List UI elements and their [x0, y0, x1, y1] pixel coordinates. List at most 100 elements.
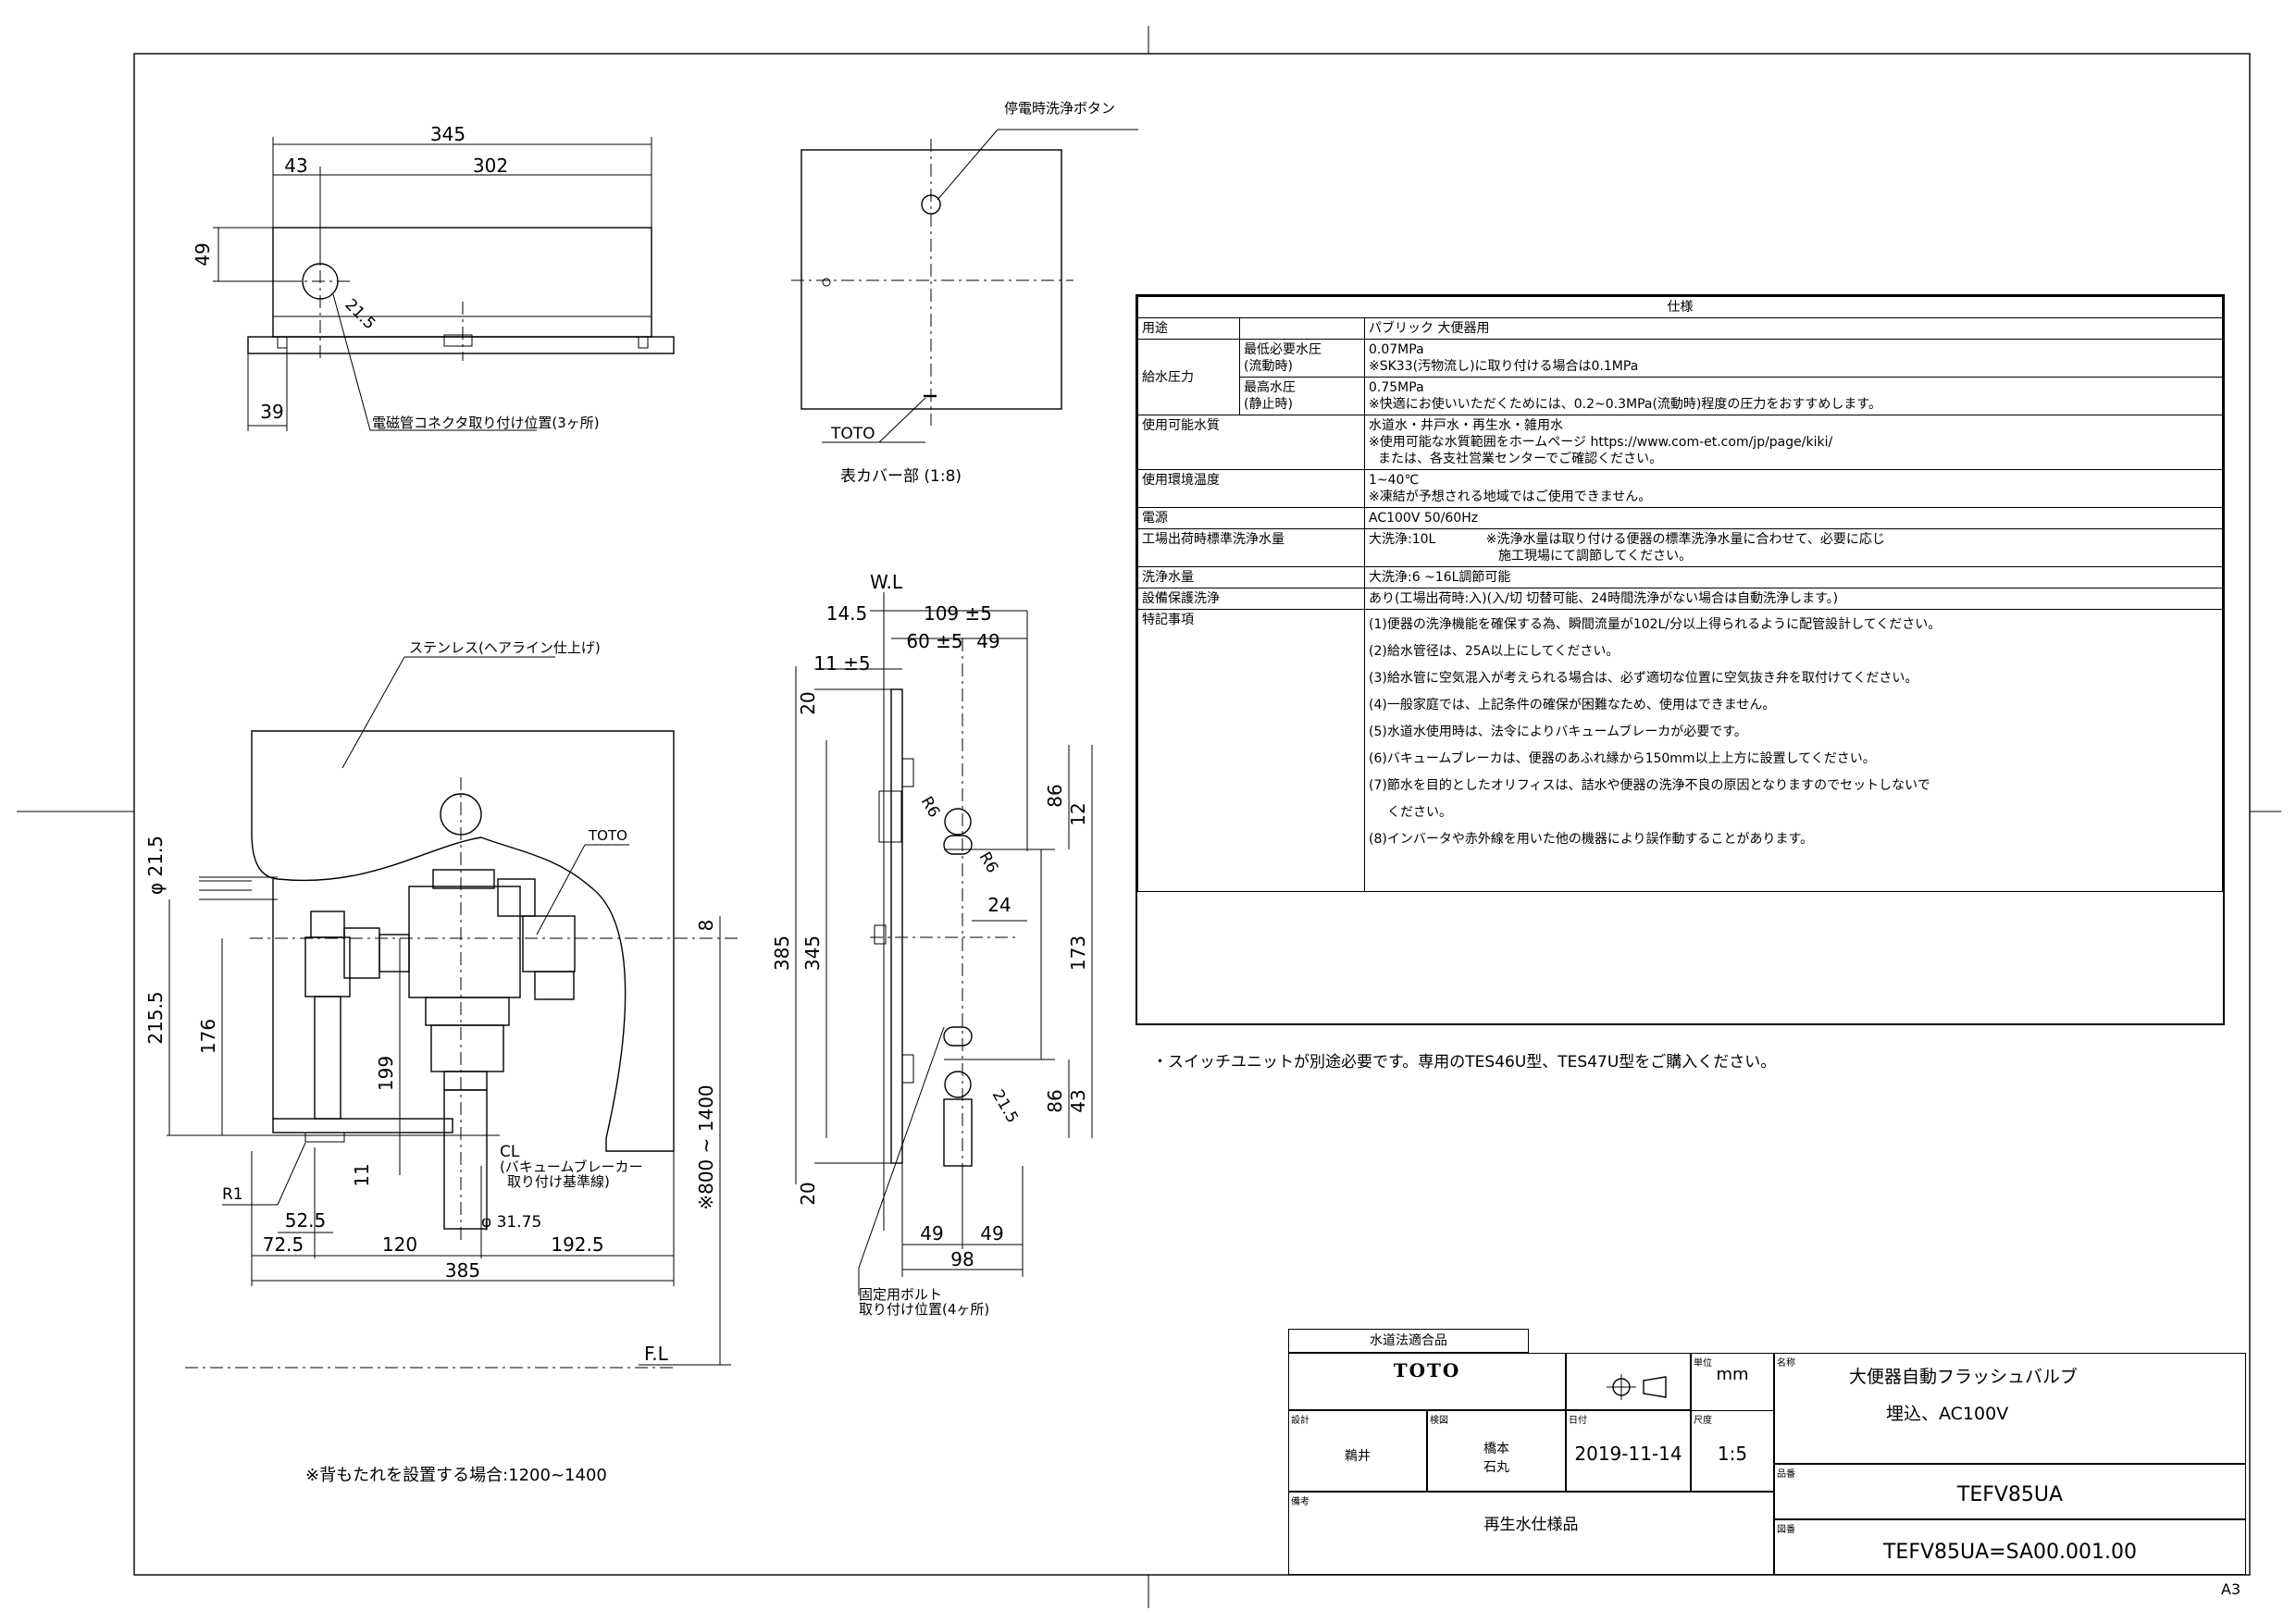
max-pressure-value: 0.75MPa [1369, 380, 1424, 395]
note-2: (2)給水管径は、25A以上にしてください。 [1369, 644, 1620, 659]
water-value: 水道水・井戸水・再生水・雑用水 [1369, 418, 1563, 433]
unit-value: mm [1716, 1365, 1749, 1384]
label-fl: F.L [644, 1343, 669, 1365]
note-4: (4)一般家庭では、上記条件の確保が困難なため、使用はできません。 [1369, 698, 1776, 712]
name-cell: 名称 大便器自動フラッシュバルブ 埋込、AC100V [1774, 1353, 2246, 1464]
dim-12: 12 [1067, 802, 1089, 825]
dim-24: 24 [987, 894, 1011, 916]
timer-value: あり(工場出荷時:入)(入/切 切替可能、24時間洗浄がない場合は自動洗浄します… [1364, 588, 2223, 610]
dim-86-top: 86 [1044, 784, 1066, 807]
dim-20-bottom: 20 [797, 1182, 819, 1205]
note-connector: 電磁管コネクタ取り付け位置(3ヶ所) [372, 415, 600, 431]
scale-cell: 尺度 1:5 [1691, 1410, 1774, 1492]
dim-49-bottom-left: 49 [920, 1222, 943, 1245]
toto-logo: TOTO [1393, 1359, 1461, 1381]
check-label: 検図 [1430, 1416, 1448, 1426]
note-6: (6)バキュームブレーカは、便器のあふれ縁から150mm以上上方に設置してくださ… [1369, 751, 1876, 766]
dim-302: 302 [473, 155, 508, 177]
logo-cell: TOTO [1288, 1353, 1566, 1410]
check-cell: 検図 橋本 石丸 [1427, 1410, 1566, 1492]
std-flush-note-2: 施工現場にて調節してください。 [1498, 549, 1693, 564]
dim-49-bottom-right: 49 [980, 1222, 1003, 1245]
note-7-cont: ください。 [1387, 805, 1452, 820]
dim-11-side: 11 ±5 [813, 652, 870, 675]
dim-120: 120 [382, 1233, 417, 1256]
dim-14-5: 14.5 [826, 602, 868, 625]
cover-view: 停電時洗浄ボタン TOTO 表カバー部 (1:8) [791, 100, 1138, 486]
checker-1: 橋本 [1483, 1442, 1509, 1456]
power-value: AC100V 50/60Hz [1364, 507, 2223, 529]
dim-r6-b: R6 [975, 849, 1002, 877]
name-label: 名称 [1777, 1358, 1795, 1369]
temp-note: ※凍結が予想される地域ではご使用できません。 [1369, 489, 1652, 504]
dim-20-top: 20 [797, 691, 819, 714]
usage-label: 用途 [1137, 317, 1240, 340]
label-cover-part: 表カバー部 (1:8) [840, 467, 962, 486]
dim-109: 109 ±5 [924, 602, 992, 625]
dim-11: 11 [351, 1163, 373, 1186]
name-line-2: 埋込、AC100V [1886, 1404, 2009, 1424]
date-cell: 日付 2019-11-14 [1566, 1410, 1691, 1492]
dim-49-top: 49 [976, 630, 999, 652]
min-pressure-note: ※SK33(汚物流し)に取り付ける場合は0.1MPa [1369, 359, 1639, 374]
date-label: 日付 [1569, 1416, 1587, 1426]
label-front-brand: TOTO [588, 827, 627, 844]
unit-label: 単位 [1694, 1358, 1712, 1369]
dim-215-5: 215.5 [144, 991, 167, 1044]
dim-21-5-top: 21.5 [341, 295, 379, 333]
temp-value: 1~40℃ [1369, 473, 1420, 488]
sheet-size: A3 [2221, 1580, 2241, 1598]
model-value: TEFV85UA [1956, 1483, 2064, 1506]
note-value: 再生水仕様品 [1483, 1516, 1579, 1534]
dim-345-side: 345 [801, 935, 824, 971]
flush-label: 洗浄水量 [1137, 566, 1365, 588]
std-flush-note: ※洗浄水量は取り付ける便器の標準洗浄水量に合わせて、必要に応じ [1485, 532, 1885, 547]
dim-385-side: 385 [771, 935, 793, 971]
name-line-1: 大便器自動フラッシュバルブ [1849, 1367, 2079, 1387]
dim-385-front: 385 [445, 1259, 480, 1282]
notes-label: 特記事項 [1137, 609, 1365, 892]
dim-60: 60 ±5 [906, 630, 962, 652]
dim-199: 199 [375, 1056, 397, 1091]
min-pressure-label: 最低必要水圧 (流動時) [1239, 339, 1365, 378]
dim-800-1400: ※800 ~ 1400 [695, 1084, 717, 1209]
title-block: TOTO 単位 mm 名称 大便器自動フラッシュバルブ 埋込、AC100V 設計… [1286, 1329, 2246, 1575]
dim-52-5: 52.5 [285, 1209, 327, 1232]
usage-value: パブリック 大便器用 [1364, 317, 2223, 340]
drawing-label: 図番 [1777, 1525, 1795, 1535]
max-pressure-note: ※快適にお使いいただくためには、0.2~0.3MPa(流動時)程度の圧力をおすす… [1369, 397, 1881, 412]
power-label: 電源 [1137, 507, 1365, 529]
spec-table: 仕様 用途 パブリック 大便器用 給水圧力 最低必要水圧 (流動時) 0.07M… [1136, 294, 2225, 1025]
design-cell: 設計 鵜井 [1288, 1410, 1427, 1492]
max-pressure-label: 最高水圧 (静止時) [1239, 377, 1365, 415]
note-bolt: 固定用ボルト取り付け位置(4ヶ所) [859, 1286, 989, 1318]
label-cover-brand: TOTO [830, 425, 875, 443]
dim-192-5: 192.5 [551, 1233, 603, 1256]
scale-value: 1:5 [1717, 1443, 1748, 1465]
checker-2: 石丸 [1483, 1460, 1509, 1475]
temp-label: 使用環境温度 [1137, 469, 1365, 508]
label-material: ステンレス(ヘアライン仕上げ) [409, 639, 601, 656]
dim-39: 39 [260, 401, 283, 423]
designer: 鵜井 [1345, 1449, 1371, 1464]
projection-symbol-icon [1607, 1374, 1667, 1400]
model-cell: 品番 TEFV85UA [1774, 1464, 2246, 1519]
model-label: 品番 [1777, 1469, 1795, 1480]
drawing-number: TEFV85UA=SA00.001.00 [1882, 1541, 2137, 1564]
note-5: (5)水道水使用時は、法令によりバキュームブレーカが必要です。 [1369, 725, 1747, 739]
front-view: ステンレス(ヘアライン仕上げ) TOTO 215.5 φ 21.5 176 19… [144, 639, 740, 1369]
dim-43-side: 43 [1067, 1089, 1089, 1112]
spec-title: 仕様 [1137, 296, 2223, 318]
dim-phi-31-75: φ 31.75 [481, 1213, 541, 1232]
water-note: ※使用可能な水質範囲をホームページ https://www.com-et.com… [1369, 435, 1833, 450]
note-label: 備考 [1291, 1497, 1309, 1507]
note-7: (7)節水を目的としたオリフィスは、詰水や便器の洗浄不良の原因となりますのでセッ… [1369, 778, 1930, 793]
dim-345: 345 [430, 123, 465, 145]
note-8: (8)インバータや赤外線を用いた他の機器により誤作動することがあります。 [1369, 832, 1814, 847]
std-flush-value: 大洗浄:10L [1369, 532, 1436, 547]
dim-86-bottom: 86 [1044, 1089, 1066, 1112]
label-cl: CL [500, 1143, 520, 1161]
dim-r1: R1 [222, 1185, 243, 1204]
dim-173: 173 [1067, 935, 1089, 971]
